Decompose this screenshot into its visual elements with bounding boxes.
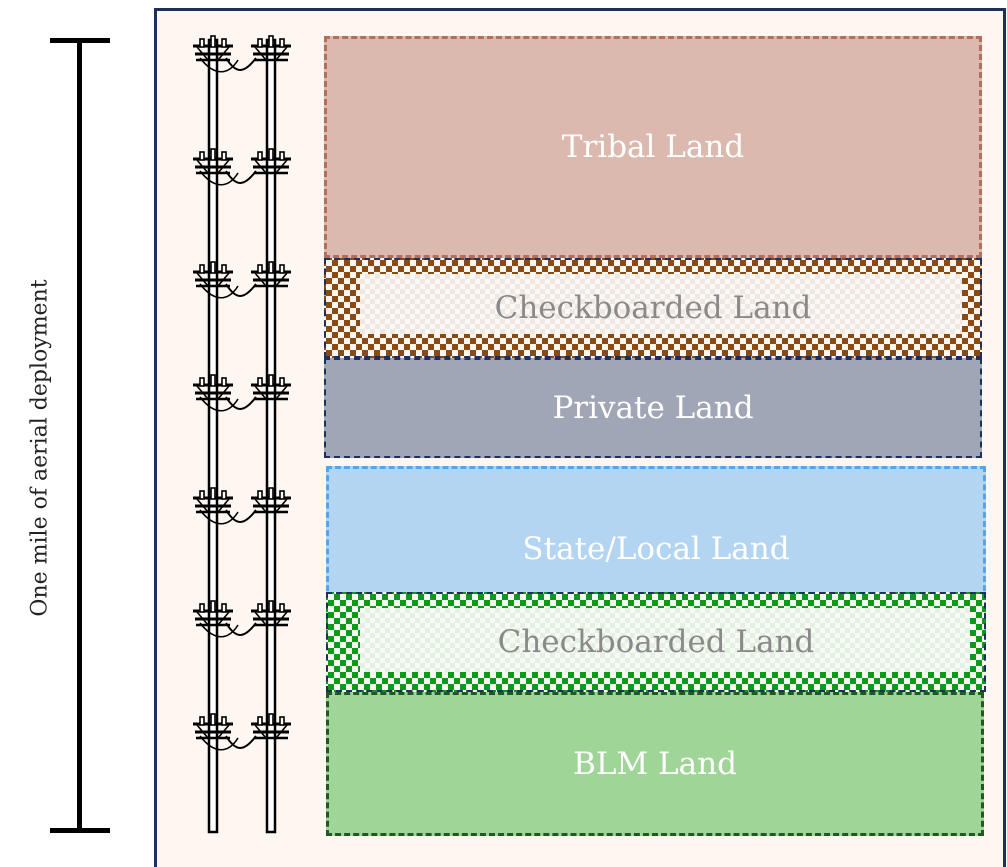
private-land-label: Private Land <box>552 390 754 426</box>
utility-poles <box>191 34 293 834</box>
pole-row-7 <box>191 712 293 751</box>
checkerboard-land-label-1: Checkboarded Land <box>494 290 812 326</box>
pole-row-5 <box>191 486 293 525</box>
checkerboard-land-band-1: Checkboarded Land <box>324 258 982 358</box>
pole-row-6 <box>191 599 293 638</box>
pole-row-4 <box>191 373 293 412</box>
tribal-land-label: Tribal Land <box>561 129 745 165</box>
checkerboard-inner-1 <box>360 274 962 334</box>
pole-row-2 <box>191 147 293 186</box>
pole-row-3 <box>191 260 293 299</box>
scale-bar-shaft <box>77 40 82 832</box>
pole-row-1 <box>191 34 293 73</box>
checkerboard-land-label-2: Checkboarded Land <box>497 624 815 660</box>
blm-land-band: BLM Land <box>326 692 984 836</box>
scale-bar-bottom-cap <box>50 828 110 833</box>
state-local-land-label: State/Local Land <box>522 531 790 567</box>
blm-land-label: BLM Land <box>573 746 737 782</box>
checkerboard-land-band-2: Checkboarded Land <box>326 592 986 692</box>
scale-bar <box>40 30 120 840</box>
scale-label: One mile of aerial deployment <box>27 279 53 617</box>
private-land-band: Private Land <box>324 358 982 458</box>
checkerboard-inner-2 <box>360 608 970 672</box>
tribal-land-band: Tribal Land <box>324 36 982 258</box>
